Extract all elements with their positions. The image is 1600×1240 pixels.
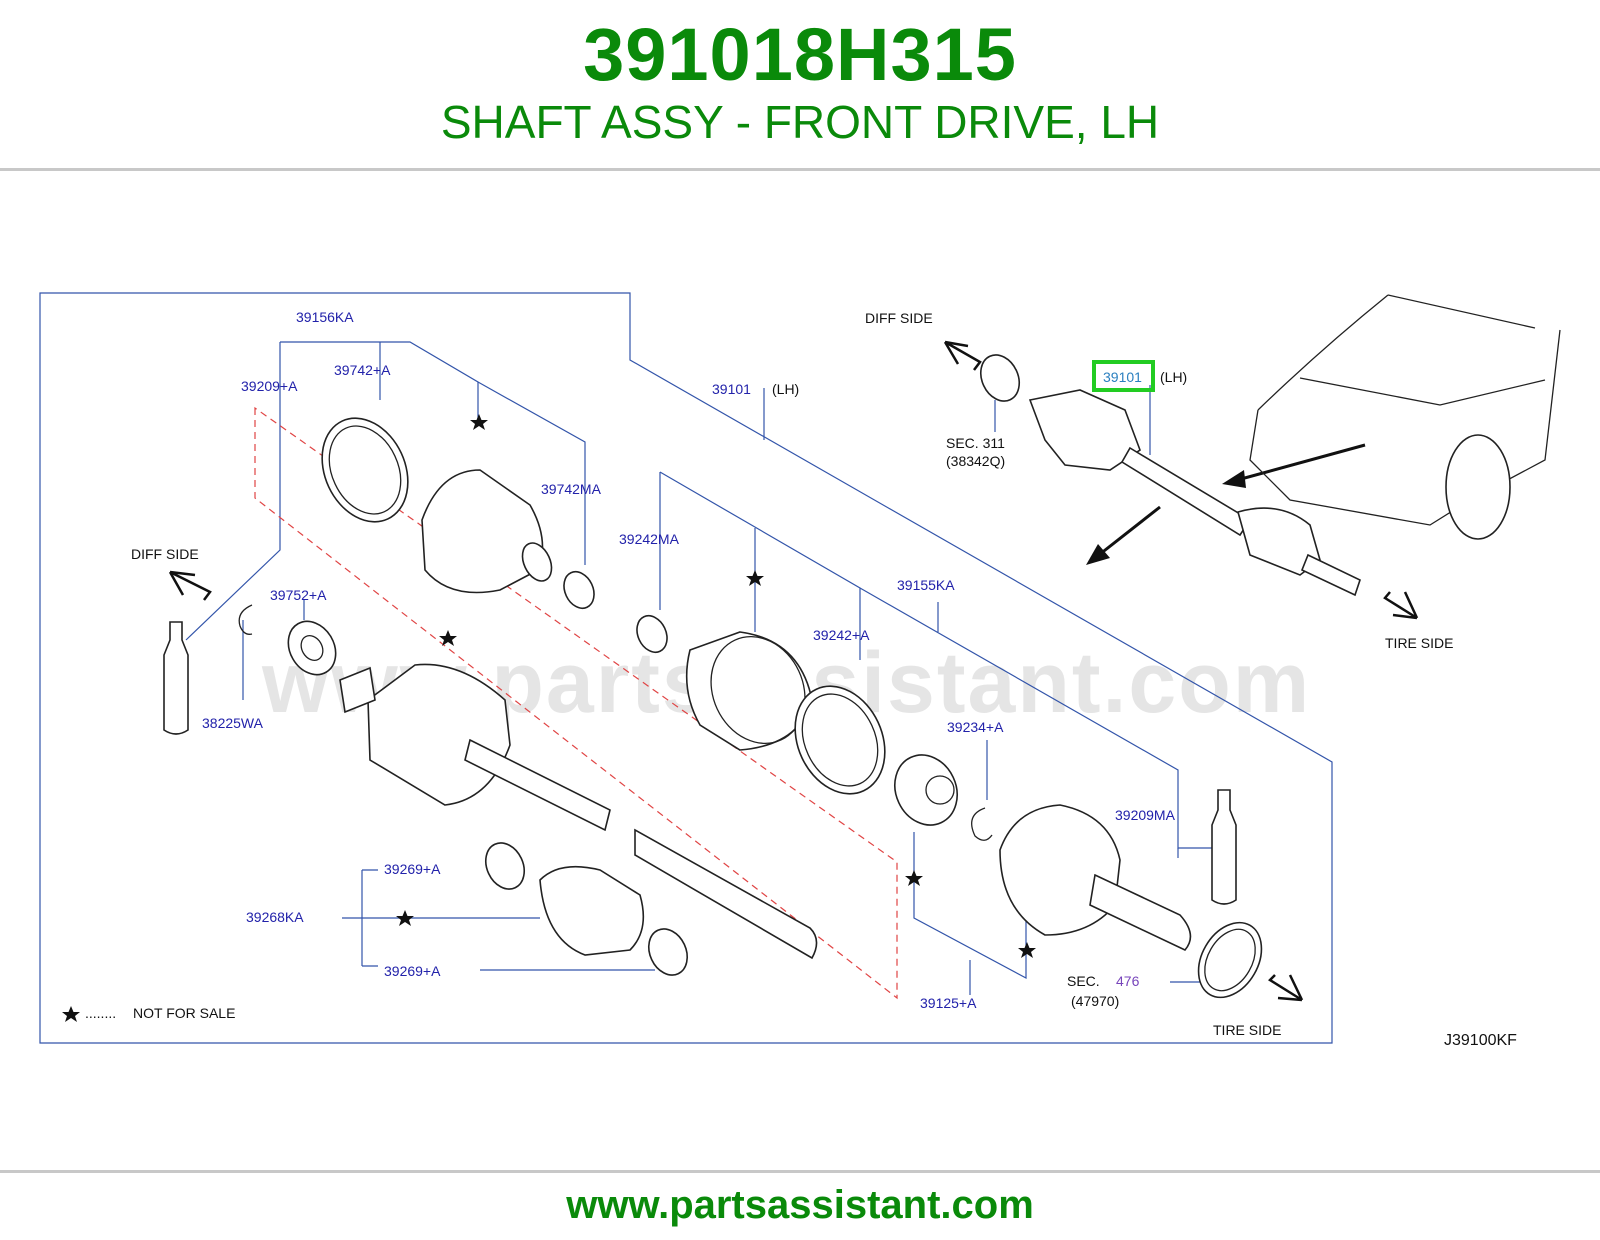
label-inset-lh: (LH) bbox=[1160, 369, 1187, 385]
outer-stub-shaft bbox=[1089, 873, 1192, 951]
label-sec-476-sub: (47970) bbox=[1071, 993, 1119, 1009]
band-39242A bbox=[794, 685, 886, 795]
label-39752A: 39752+A bbox=[270, 587, 327, 603]
clamp-39269A-top bbox=[484, 842, 526, 890]
footer-divider bbox=[0, 1170, 1600, 1173]
arrow-tire-side-inset bbox=[1383, 591, 1419, 620]
grease-tube-right bbox=[1211, 789, 1237, 905]
diagram-code: J39100KF bbox=[1444, 1032, 1517, 1049]
boot-damper bbox=[539, 865, 645, 956]
stub-threads bbox=[339, 666, 376, 714]
assembly-outline bbox=[254, 406, 898, 1000]
page-header: 391018H315 SHAFT ASSY - FRONT DRIVE, LH bbox=[0, 0, 1600, 170]
direction-arrows bbox=[168, 340, 1419, 1002]
seal-39752A bbox=[287, 620, 337, 676]
leader-39742MA bbox=[477, 381, 586, 565]
vehicle-inset bbox=[979, 294, 1561, 597]
sensor-ring-47970 bbox=[1197, 921, 1263, 999]
label-39125A: 39125+A bbox=[920, 995, 977, 1011]
label-inset-sec-311: SEC. 311 bbox=[946, 435, 1005, 451]
label-39269A-bottom: 39269+A bbox=[384, 963, 441, 979]
label-sec-476-number: 476 bbox=[1116, 973, 1140, 989]
footer-website-link[interactable]: www.partsassistant.com bbox=[566, 1183, 1034, 1227]
label-39242A: 39242+A bbox=[813, 627, 870, 643]
housing-outer-joint bbox=[999, 804, 1121, 936]
star-icon bbox=[1018, 942, 1036, 958]
label-39155KA: 39155KA bbox=[897, 577, 955, 593]
grease-tube-left bbox=[163, 621, 189, 735]
header-divider bbox=[0, 168, 1600, 171]
label-diff-side-left: DIFF SIDE bbox=[131, 546, 199, 562]
label-inset-tire-side: TIRE SIDE bbox=[1385, 635, 1453, 651]
clamp-39269A-bottom bbox=[647, 928, 689, 976]
boot-inner-joint bbox=[421, 469, 544, 594]
inset-stub-shaft bbox=[1300, 553, 1361, 597]
label-inset-diff-side: DIFF SIDE bbox=[865, 310, 933, 326]
leader-39155KA bbox=[859, 587, 1212, 849]
clamp-39742MA bbox=[563, 570, 595, 610]
label-39209MA: 39209MA bbox=[1115, 807, 1176, 823]
star-icon bbox=[62, 1006, 80, 1022]
label-39268KA: 39268KA bbox=[246, 909, 304, 925]
label-39242MA: 39242MA bbox=[619, 531, 680, 547]
arrow-diff-side-inset bbox=[943, 340, 982, 371]
star-icon bbox=[439, 630, 457, 646]
snap-ring-39234A bbox=[971, 807, 993, 841]
part-description: SHAFT ASSY - FRONT DRIVE, LH bbox=[440, 96, 1160, 148]
label-39156KA: 39156KA bbox=[296, 309, 354, 325]
label-39269A-top: 39269+A bbox=[384, 861, 441, 877]
star-icon bbox=[396, 910, 414, 926]
band-39742A bbox=[321, 417, 409, 523]
label-38225WA: 38225WA bbox=[202, 715, 264, 731]
label-inset-39101[interactable]: 39101 bbox=[1103, 369, 1142, 385]
shaft-inner bbox=[464, 738, 611, 832]
legend-not-for-sale: NOT FOR SALE bbox=[133, 1005, 235, 1021]
part-number-title: 391018H315 bbox=[583, 13, 1017, 96]
arrow-tire-side-bottom bbox=[1268, 974, 1304, 1002]
star-icon bbox=[746, 570, 764, 586]
label-lh-main: (LH) bbox=[772, 381, 799, 397]
label-39101-main: 39101 bbox=[712, 381, 751, 397]
label-39742MA: 39742MA bbox=[541, 481, 602, 497]
part-drawings bbox=[163, 417, 1263, 999]
inset-seal bbox=[979, 354, 1021, 402]
housing-inner-joint bbox=[367, 663, 511, 806]
label-39742A: 39742+A bbox=[334, 362, 391, 378]
label-39234A: 39234+A bbox=[947, 719, 1004, 735]
inset-shaft bbox=[1120, 446, 1252, 537]
not-for-sale-stars bbox=[62, 414, 1036, 1022]
diagram-frame bbox=[39, 292, 1333, 1044]
vehicle-wheel bbox=[1445, 434, 1511, 540]
star-icon bbox=[470, 414, 488, 430]
leader-39156KA bbox=[280, 341, 479, 420]
arrow-diff-side-left bbox=[168, 570, 212, 601]
vehicle-outline bbox=[1249, 294, 1561, 526]
legend-dots: ........ bbox=[85, 1005, 116, 1021]
clamp-39242MA bbox=[636, 614, 668, 654]
label-39209A: 39209+A bbox=[241, 378, 298, 394]
label-sec-476: SEC. bbox=[1067, 973, 1100, 989]
star-icon bbox=[905, 870, 923, 886]
leader-39209A bbox=[185, 342, 281, 641]
shaft-main bbox=[634, 828, 818, 960]
snap-ring-38225WA bbox=[238, 604, 253, 635]
highlighted-part-box[interactable] bbox=[1092, 360, 1155, 392]
label-inset-sec-sub: (38342Q) bbox=[946, 453, 1005, 469]
label-tire-side-bottom: TIRE SIDE bbox=[1213, 1022, 1281, 1038]
